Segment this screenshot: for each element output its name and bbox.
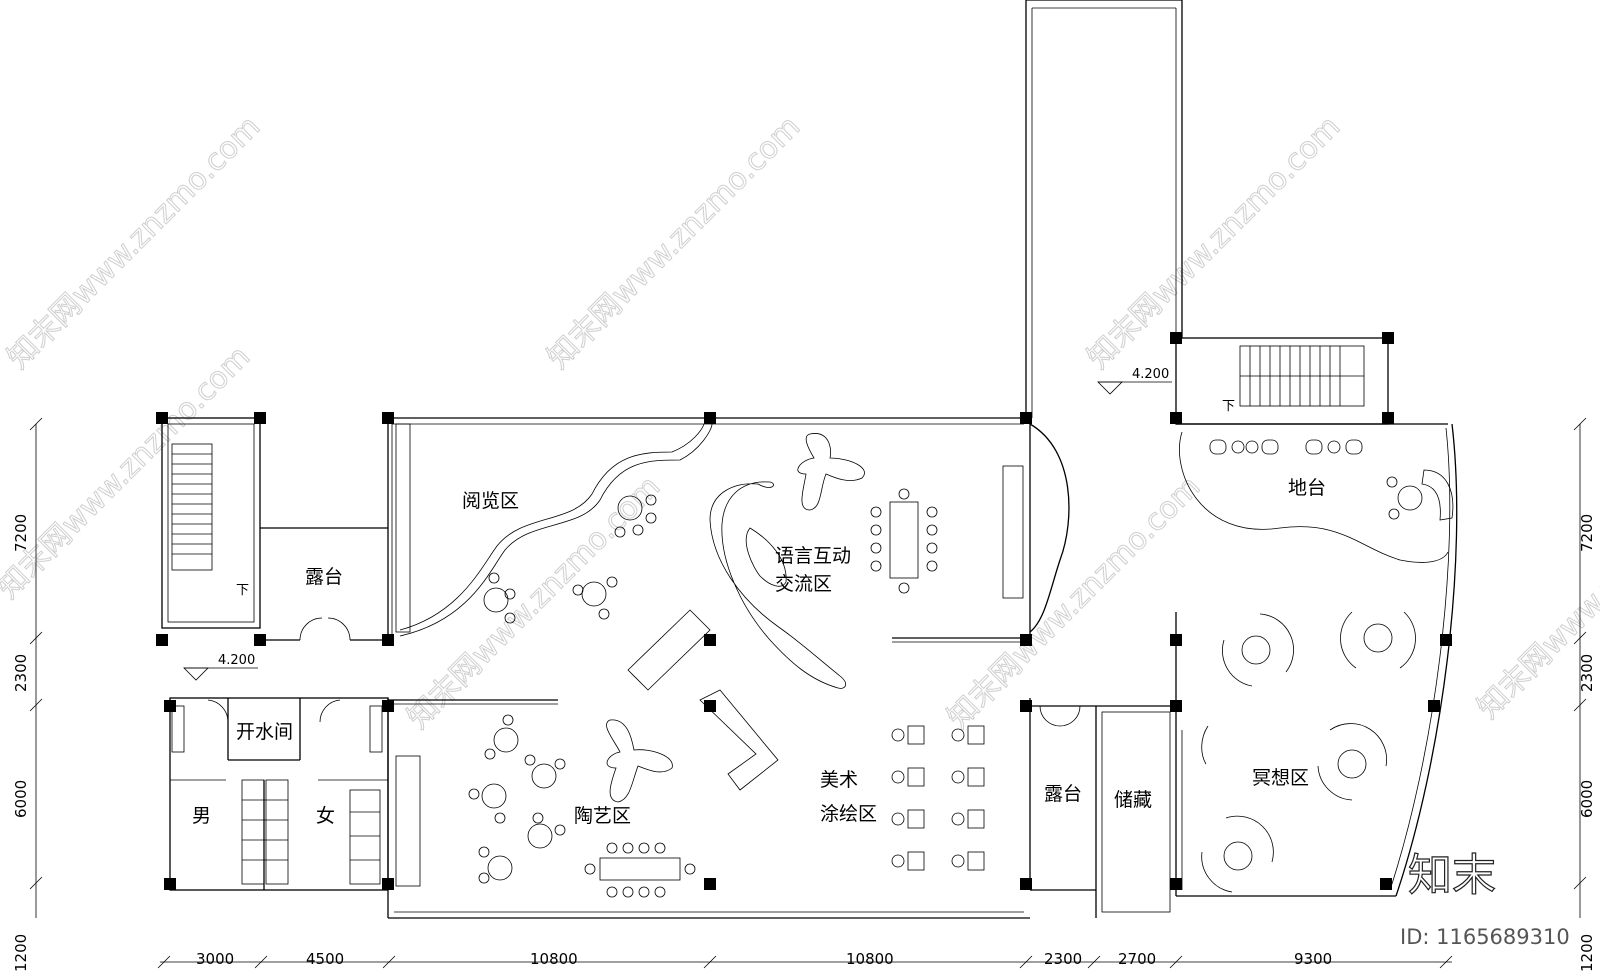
male-restroom-label: 男 xyxy=(192,805,211,827)
stair-down-label-right: 下 xyxy=(1222,399,1235,414)
storage-label: 储藏 xyxy=(1114,789,1152,811)
language-area-furniture xyxy=(709,433,938,689)
right-terrace-storage xyxy=(1030,705,1176,918)
level-marker-top: 4.200 xyxy=(1097,367,1172,395)
reading-area-label: 阅览区 xyxy=(462,490,519,512)
stair-down-label: 下 xyxy=(236,583,249,598)
watermark: 知末网www.znzmo.com xyxy=(401,469,667,735)
watermark: 知末网www.znzmo.com xyxy=(541,109,807,375)
platform-furniture xyxy=(1209,439,1454,521)
terrace-right-label: 露台 xyxy=(1044,783,1082,805)
dimension-label: 6000 xyxy=(12,780,30,818)
restroom-block xyxy=(169,697,389,891)
terrace-left-label: 露台 xyxy=(305,566,343,588)
columns xyxy=(156,332,1452,890)
female-restroom-label: 女 xyxy=(316,805,335,827)
water-room-label: 开水间 xyxy=(236,721,293,743)
watermark-logo: 知末 xyxy=(1408,850,1496,901)
dimension-label: 2300 xyxy=(12,654,30,692)
pottery-area-label: 陶艺区 xyxy=(574,805,631,827)
right-wing xyxy=(1175,423,1458,897)
language-area-label-1: 语言互动 xyxy=(775,545,851,567)
dimension-label: 2300 xyxy=(1044,950,1082,968)
meditation-area-label: 冥想区 xyxy=(1252,767,1309,789)
watermark: 知末网www.znzmo.com xyxy=(941,469,1207,735)
level-top-label: 4.200 xyxy=(1132,367,1169,382)
art-furniture xyxy=(891,725,985,871)
reading-furniture xyxy=(483,494,657,624)
central-partitions xyxy=(627,609,779,791)
dimension-lines xyxy=(29,417,1587,969)
watermark: 知末网www.znzmo.com xyxy=(1,109,267,375)
dimension-label: 1200 xyxy=(12,934,30,972)
bottom-dimension-labels: 3000 4500 10800 10800 2300 2700 9300 xyxy=(196,950,1332,968)
watermark: 知末网www.znzmo.com xyxy=(0,339,257,605)
platform-label: 地台 xyxy=(1288,477,1326,499)
watermark-id: ID: 1165689310 xyxy=(1400,925,1570,949)
pottery-furniture xyxy=(468,714,696,898)
right-stair: 下 xyxy=(1175,337,1389,425)
left-dimension-labels: 7200 2300 6000 1200 xyxy=(12,514,30,972)
language-area-label-2: 交流区 xyxy=(775,573,832,595)
reading-area-curve-inner xyxy=(399,423,705,631)
dimension-label: 4500 xyxy=(306,950,344,968)
dimension-label: 7200 xyxy=(1578,514,1596,552)
level-left-label: 4.200 xyxy=(218,653,255,668)
dimension-label: 2300 xyxy=(1578,654,1596,692)
art-area-label-1: 美术 xyxy=(820,769,858,791)
level-marker-left: 4.200 xyxy=(183,653,258,681)
north-corridor xyxy=(1025,0,1183,418)
dimension-label: 1200 xyxy=(1578,934,1596,972)
dimension-label: 9300 xyxy=(1294,950,1332,968)
dimension-label: 3000 xyxy=(196,950,234,968)
right-dimension-labels: 7200 2300 6000 1200 xyxy=(1578,514,1596,972)
watermark: 知末网www.znzmo.com xyxy=(1081,109,1347,375)
meditation-furniture xyxy=(1201,611,1416,893)
dimension-label: 10800 xyxy=(530,950,578,968)
left-stair-block: 下 xyxy=(161,417,261,629)
dimension-label: 2700 xyxy=(1118,950,1156,968)
left-terrace: 露台 xyxy=(260,527,388,641)
reading-area-curve xyxy=(399,423,713,637)
dimension-label: 7200 xyxy=(12,514,30,552)
stair-treads xyxy=(172,453,212,555)
dimension-label: 10800 xyxy=(846,950,894,968)
art-area-label-2: 涂绘区 xyxy=(820,803,877,825)
watermark-group: 知末网www.znzmo.com 知末网www.znzmo.com 知末网www… xyxy=(0,109,1600,736)
dimension-label: 6000 xyxy=(1578,780,1596,818)
